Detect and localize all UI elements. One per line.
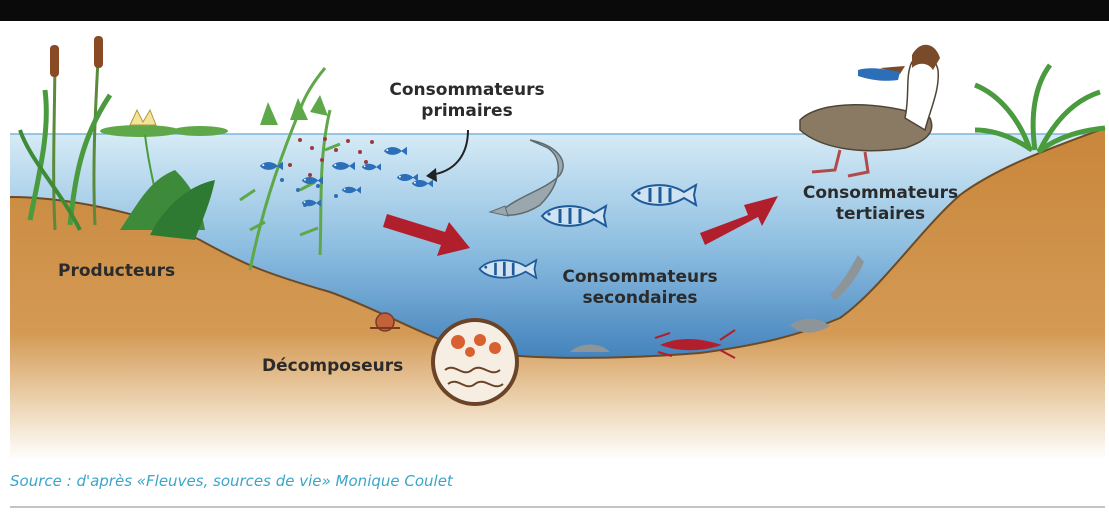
label-tertiary-line1: Consommateurs <box>793 183 968 204</box>
label-tertiary-line2: tertiaires <box>793 204 968 225</box>
label-producers: Producteurs <box>58 261 175 282</box>
decomposer-circle <box>433 320 517 404</box>
label-secondary-consumers: Consommateurs secondaires <box>545 267 735 309</box>
label-tertiary-consumers: Consommateurs tertiaires <box>793 183 968 225</box>
label-primary-line2: primaires <box>381 101 553 122</box>
label-decomposers: Décomposeurs <box>262 356 403 377</box>
label-secondary-line1: Consommateurs <box>545 267 735 288</box>
label-secondary-line2: secondaires <box>545 288 735 309</box>
source-caption: Source : d'après «Fleuves, sources de vi… <box>10 472 453 490</box>
label-primary-line1: Consommateurs <box>381 80 553 101</box>
label-primary-consumers: Consommateurs primaires <box>381 80 553 122</box>
top-bar <box>0 0 1109 21</box>
